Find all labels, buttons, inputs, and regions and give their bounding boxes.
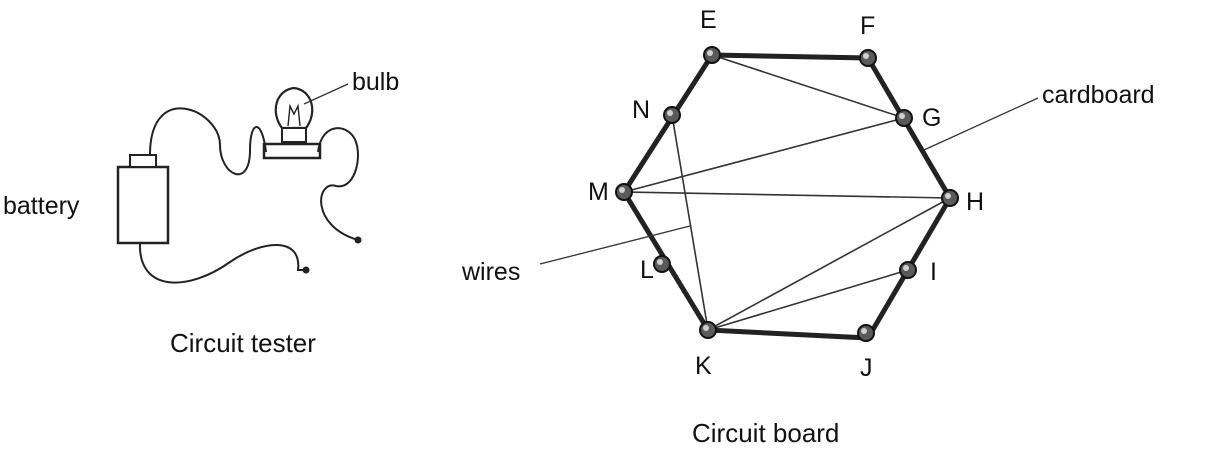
wire-E-G <box>711 54 905 119</box>
node-label-K: K <box>695 352 712 380</box>
terminal-highlight-N <box>667 110 673 116</box>
wire-M-G <box>623 117 905 193</box>
wires-label: wires <box>461 258 520 286</box>
wire-K-I <box>707 269 909 331</box>
terminal-highlight-K <box>703 325 709 331</box>
wires-group <box>623 54 951 331</box>
terminal-highlight-G <box>899 113 905 119</box>
wire-K-H <box>707 197 951 331</box>
terminal-highlight-I <box>903 265 909 271</box>
node-label-E: E <box>700 6 717 34</box>
wires-leader <box>539 225 691 265</box>
battery-terminal <box>129 154 157 168</box>
wire-N-K <box>671 114 709 331</box>
node-label-J: J <box>860 354 873 382</box>
terminal-highlight-L <box>657 259 663 265</box>
node-label-G: G <box>922 104 941 132</box>
terminal-highlight-E <box>707 50 713 56</box>
tester-wire-3 <box>138 242 306 284</box>
node-label-L: L <box>640 256 654 284</box>
terminal-highlight-F <box>863 53 869 59</box>
terminal-highlight-H <box>945 193 951 199</box>
node-label-F: F <box>860 12 875 40</box>
cardboard-leader <box>923 97 1039 151</box>
battery <box>116 165 170 245</box>
circuit-tester: bulb battery Circuit tester <box>3 68 399 358</box>
circuit-board: E F G H I J K L M N cardboard wires Circ… <box>461 6 1155 448</box>
probe-end-1 <box>354 236 362 244</box>
bulb <box>262 86 322 160</box>
bulb-label: bulb <box>352 68 399 96</box>
tester-wire-1 <box>149 107 267 176</box>
wire-M-H <box>623 191 951 199</box>
bulb-holder <box>262 142 322 160</box>
cardboard-label: cardboard <box>1042 81 1155 109</box>
bulb-leader <box>303 83 349 105</box>
node-label-H: H <box>966 188 984 216</box>
node-label-M: M <box>588 178 609 206</box>
nodes-group <box>615 46 959 342</box>
node-label-I: I <box>930 258 937 286</box>
terminal-highlight-M <box>619 187 625 193</box>
tester-caption: Circuit tester <box>170 328 316 358</box>
board-caption: Circuit board <box>692 418 839 448</box>
node-label-N: N <box>632 96 650 124</box>
probe-end-2 <box>302 266 310 274</box>
battery-label: battery <box>3 192 80 220</box>
terminal-highlight-J <box>861 328 867 334</box>
tester-wire-2 <box>317 127 359 241</box>
